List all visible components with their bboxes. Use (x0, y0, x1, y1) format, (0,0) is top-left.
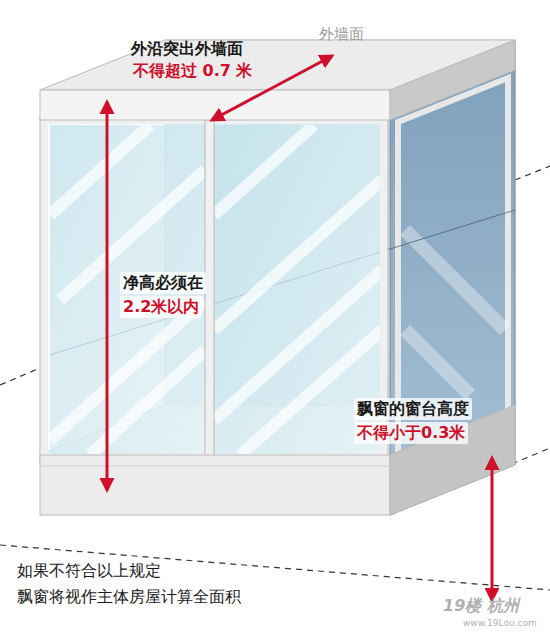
dimension-value: 不得超过 0.7 米 (130, 60, 255, 82)
mullion (205, 120, 214, 458)
watermark: 19楼 杭州 (440, 595, 522, 617)
top-slab (40, 90, 390, 120)
dimension-value: 2.2米以内 (120, 296, 202, 318)
front-glass (50, 125, 205, 455)
dimension-label: 净高必须在 (120, 272, 206, 294)
bottom-slab (40, 455, 390, 515)
note-text: 飘窗将视作主体房屋计算全面积 (14, 586, 244, 608)
dimension-value: 不得小于0.3米 (354, 422, 468, 444)
note-text: 如果不符合以上规定 (14, 560, 164, 582)
window-frame (44, 120, 384, 458)
wall-label: 外墙面 (316, 24, 367, 45)
dimension-arrow (107, 56, 492, 600)
dimension-label: 外沿突出外墙面 (128, 38, 246, 60)
dimension-label: 飘窗的窗台高度 (354, 398, 472, 420)
watermark: www.19Lou.com (460, 617, 540, 630)
